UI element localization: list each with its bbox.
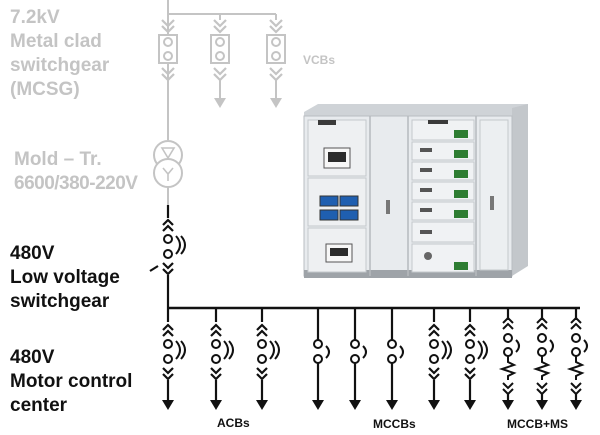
mcsg-abbr-label: (MCSG) [10, 79, 80, 100]
mcsg-line2-label: switchgear [10, 55, 110, 76]
switchgear-cabinet-photo [303, 104, 528, 278]
mccb-feeders [312, 308, 404, 410]
transformer-line1-label: Mold – Tr. [14, 149, 102, 170]
mccb-ms-symbol [498, 308, 520, 410]
mcsg-voltage-label: 7.2kV [10, 7, 60, 28]
main-acb [149, 205, 187, 308]
mcc-voltage-label: 480V [10, 347, 55, 368]
vcb-symbol [265, 18, 287, 82]
mccb-ms-symbol [566, 308, 588, 410]
mccbs-label: MCCBs [373, 417, 416, 431]
lv-line1-label: Low voltage [10, 267, 120, 288]
lv-voltage-label: 480V [10, 243, 55, 264]
mccb-symbol [312, 308, 330, 410]
acbs-label: ACBs [217, 416, 250, 430]
mccb-symbol [349, 308, 367, 410]
lv-line2-label: switchgear [10, 291, 110, 312]
acb-symbol [427, 323, 453, 381]
mcc-line1-label: Motor control [10, 371, 133, 392]
vcb-symbol [209, 18, 231, 82]
vcbs-label: VCBs [303, 53, 336, 67]
acb-feeders [161, 308, 281, 410]
mcsg-section [153, 0, 287, 205]
transformer-symbol [153, 140, 183, 188]
mccb-ms-label: MCCB+MS [507, 417, 569, 431]
transformer-line2-label: 6600/380-220V [14, 173, 138, 194]
mccb-symbol [386, 308, 404, 410]
acb-symbol [161, 323, 187, 381]
drawout-feeders [427, 308, 489, 410]
mcsg-line1-label: Metal clad [10, 31, 102, 52]
mccb-ms-symbol [532, 308, 554, 410]
mccb-ms-feeders [498, 308, 588, 410]
mcc-line2-label: center [10, 395, 68, 416]
acb-symbol [463, 323, 489, 381]
acb-symbol [209, 323, 235, 381]
acb-symbol [255, 323, 281, 381]
